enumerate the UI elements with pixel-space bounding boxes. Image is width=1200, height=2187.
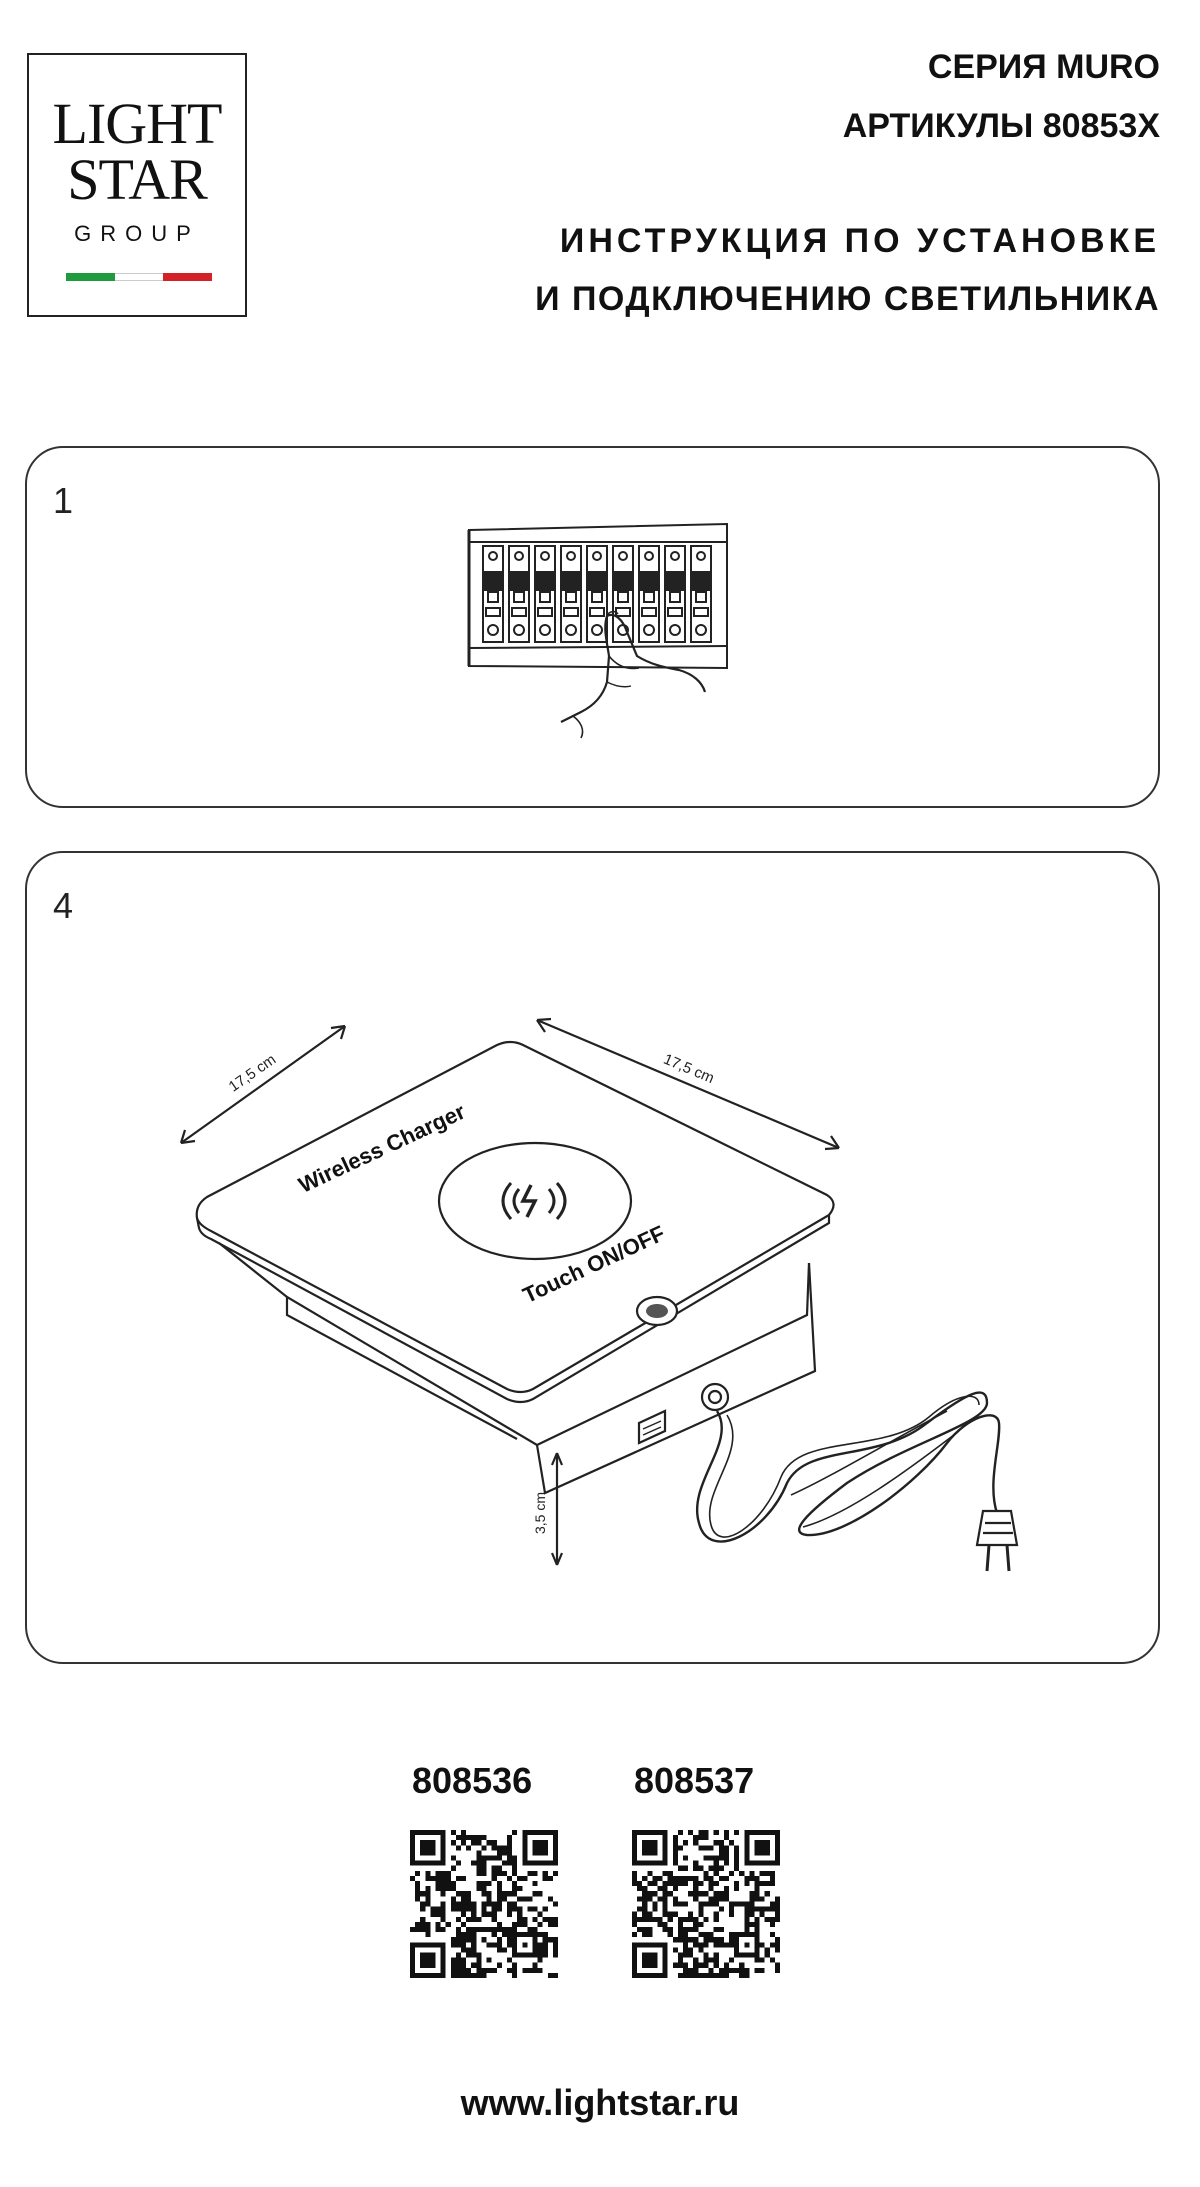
flag-red bbox=[163, 273, 213, 281]
series-heading: СЕРИЯ MURO bbox=[927, 48, 1160, 86]
flag-green bbox=[66, 273, 115, 281]
logo-line-star: STAR bbox=[67, 147, 208, 212]
breaker-panel-illustration bbox=[467, 522, 728, 739]
dim-height-label: 3,5 cm bbox=[532, 1492, 548, 1534]
article-code-2: 808537 bbox=[634, 1760, 755, 1801]
step-1-panel: 1 bbox=[25, 446, 1160, 808]
power-socket-icon bbox=[700, 1382, 730, 1412]
logo-line-light: LIGHT bbox=[52, 91, 223, 156]
qr-code-1[interactable] bbox=[410, 1830, 558, 1978]
side-switch bbox=[637, 1409, 667, 1445]
dim-left-label: 17,5 cm bbox=[226, 1051, 279, 1096]
website-link[interactable]: www.lightstar.ru bbox=[460, 2082, 740, 2123]
step-4-panel: 4 17,5 cm 17,5 cm Wir bbox=[25, 851, 1160, 1664]
wireless-charging-icon bbox=[501, 1182, 567, 1220]
dimension-left: 17,5 cm bbox=[179, 1024, 347, 1145]
wireless-charger-device-illustration: 17,5 cm 17,5 cm Wireless Charger Touch O… bbox=[179, 1017, 1019, 1572]
power-plug-icon bbox=[975, 1509, 1019, 1572]
dimension-height: 3,5 cm bbox=[532, 1452, 564, 1566]
touch-button-icon bbox=[646, 1304, 668, 1318]
step-number: 4 bbox=[53, 885, 74, 926]
logo-line-group: GROUP bbox=[74, 221, 200, 246]
dim-right-label: 17,5 cm bbox=[661, 1051, 717, 1087]
instruction-title-line1: ИНСТРУКЦИЯ ПО УСТАНОВКЕ bbox=[559, 222, 1160, 260]
brand-logo: LIGHT STAR GROUP bbox=[27, 53, 247, 317]
article-code-1: 808536 bbox=[412, 1760, 533, 1801]
instruction-title-line2: И ПОДКЛЮЧЕНИЮ СВЕТИЛЬНИКА bbox=[535, 280, 1160, 318]
articles-heading: АРТИКУЛЫ 80853X bbox=[842, 107, 1160, 145]
flag-white bbox=[114, 273, 164, 281]
italian-flag-stripe bbox=[66, 273, 213, 281]
power-cable bbox=[696, 1391, 1001, 1543]
step-number: 1 bbox=[53, 480, 74, 521]
qr-code-2[interactable] bbox=[632, 1830, 780, 1978]
